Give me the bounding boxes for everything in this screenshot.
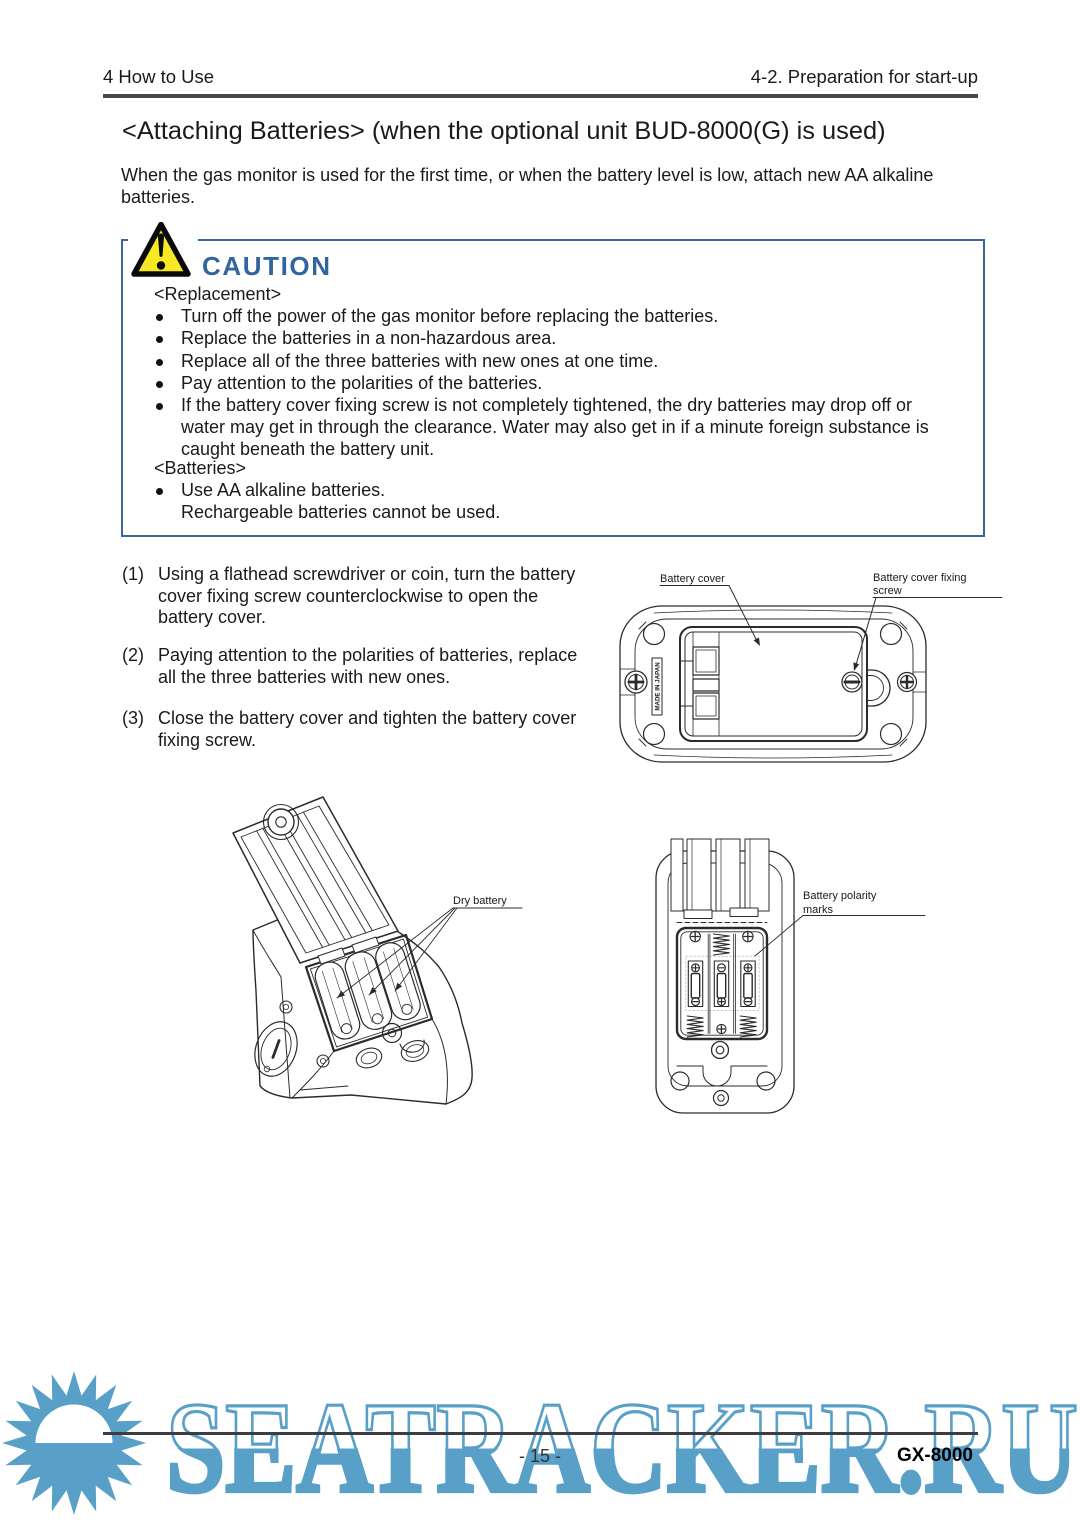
svg-text:screw: screw: [873, 585, 902, 597]
svg-text:Battery cover: Battery cover: [660, 573, 725, 585]
svg-text:Battery polarity: Battery polarity: [803, 890, 877, 902]
svg-text:marks: marks: [803, 904, 833, 916]
svg-text:Battery cover fixing: Battery cover fixing: [873, 572, 967, 584]
svg-text:MADE IN JAPAN: MADE IN JAPAN: [655, 662, 662, 711]
svg-text:SEATRACKER.RU: SEATRACKER.RU: [166, 1376, 1078, 1520]
svg-text:SEATRACKER.RU: SEATRACKER.RU: [166, 1376, 1078, 1520]
svg-text:Dry battery: Dry battery: [453, 895, 507, 907]
